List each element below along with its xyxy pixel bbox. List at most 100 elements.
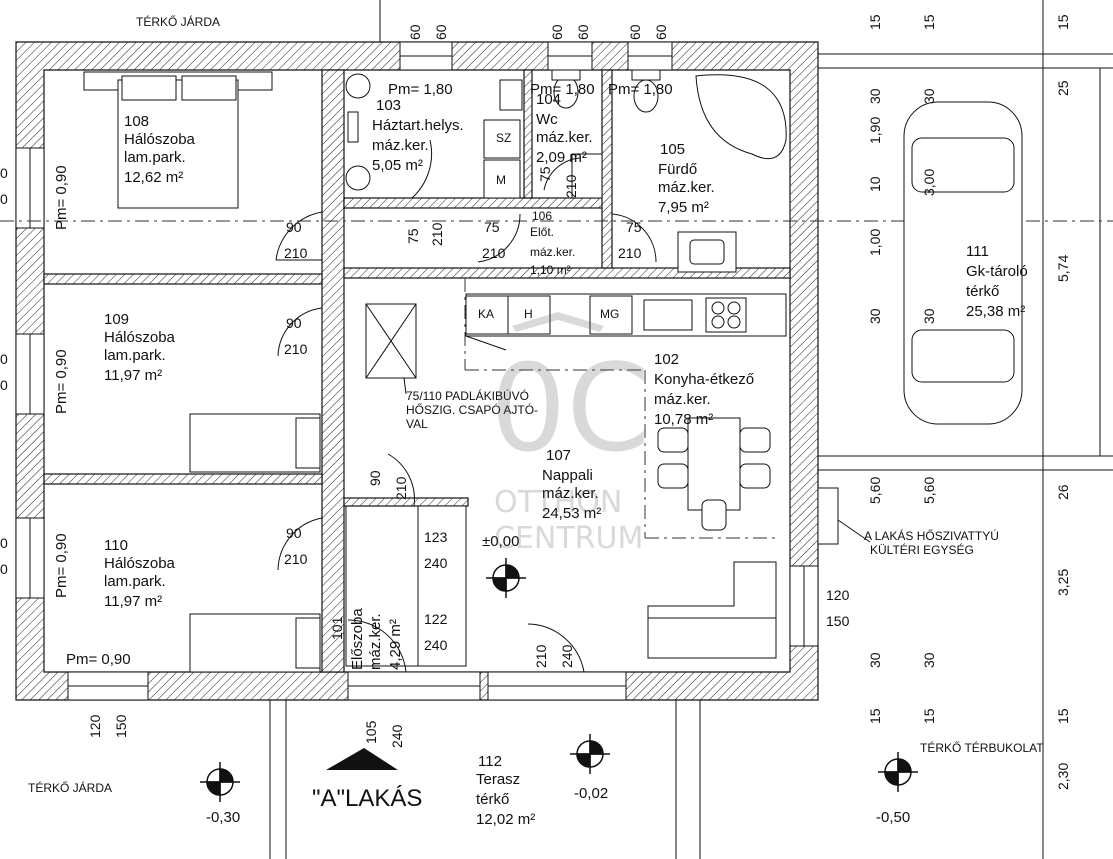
svg-text:60: 60 [549, 24, 565, 40]
room-107: 107 Nappali máz.ker. 24,53 m² [542, 447, 601, 522]
svg-text:30: 30 [921, 308, 937, 324]
level-main: ±0,00 [482, 533, 519, 550]
svg-text:240: 240 [424, 555, 448, 571]
svg-text:0: 0 [0, 561, 8, 577]
svg-text:120: 120 [826, 587, 850, 603]
svg-text:lam.park.: lam.park. [124, 149, 186, 166]
svg-text:12,62 m²: 12,62 m² [124, 169, 183, 186]
svg-text:Terasz: Terasz [476, 771, 520, 788]
svg-text:75: 75 [405, 228, 421, 244]
svg-text:M: M [496, 173, 506, 187]
room-101: Előszoba máz.ker. 4,29 m² [349, 608, 404, 670]
room-103: 103 Háztart.helys. máz.ker. 5,05 m² [372, 97, 464, 174]
svg-text:Előt.: Előt. [530, 225, 554, 239]
svg-text:15: 15 [867, 708, 883, 724]
svg-text:122: 122 [424, 611, 448, 627]
svg-text:Gk-tároló: Gk-tároló [966, 263, 1028, 280]
garage-dimensions-col1: 15 30 1,90 10 1,00 30 5,60 30 15 [867, 14, 883, 724]
svg-text:210: 210 [284, 341, 308, 357]
svg-text:Pm= 0,90: Pm= 0,90 [53, 165, 70, 230]
svg-text:Wc: Wc [536, 111, 558, 128]
room-109: 109 Hálószoba lam.park. 11,97 m² [104, 311, 176, 384]
svg-text:105: 105 [660, 141, 685, 158]
svg-text:60: 60 [433, 24, 449, 40]
level-garage: -0,50 [876, 809, 910, 826]
top-walkway-label: TÉRKŐ JÁRDA [136, 14, 220, 29]
north-arrow [326, 748, 398, 770]
svg-text:25,38 m²: 25,38 m² [966, 303, 1025, 320]
svg-text:103: 103 [376, 97, 401, 114]
svg-text:110: 110 [104, 537, 128, 554]
svg-text:109: 109 [104, 311, 129, 328]
svg-text:lam.park.: lam.park. [104, 347, 166, 364]
svg-text:7,95 m²: 7,95 m² [658, 199, 709, 216]
svg-text:5,60: 5,60 [867, 477, 883, 504]
svg-text:0: 0 [0, 377, 8, 393]
level-terrace: -0,02 [574, 785, 608, 802]
svg-text:26: 26 [1055, 484, 1071, 500]
svg-text:Háztart.helys.: Háztart.helys. [372, 117, 464, 134]
svg-text:30: 30 [921, 652, 937, 668]
svg-text:máz.ker.: máz.ker. [530, 245, 575, 259]
svg-text:máz.ker.: máz.ker. [372, 137, 429, 154]
svg-text:11,97 m²: 11,97 m² [104, 593, 162, 610]
svg-text:15: 15 [921, 14, 937, 30]
hatch-note-line1: 75/110 PADLÁKIBÚVÓ [406, 388, 529, 403]
svg-text:2,09 m²: 2,09 m² [536, 149, 587, 166]
svg-text:1,10 m²: 1,10 m² [530, 263, 571, 277]
room-102: 102 Konyha-étkező máz.ker. 10,78 m² [654, 351, 754, 428]
svg-text:210: 210 [429, 222, 445, 246]
svg-text:90: 90 [367, 470, 383, 486]
svg-text:150: 150 [113, 714, 129, 738]
svg-text:OTTHON: OTTHON [494, 485, 622, 520]
svg-text:123: 123 [424, 529, 448, 545]
svg-text:112: 112 [478, 753, 502, 770]
svg-text:0: 0 [0, 191, 8, 207]
svg-text:máz.ker.: máz.ker. [536, 129, 593, 146]
svg-text:210: 210 [482, 245, 506, 261]
watermark-logo: 0C OTTHON CENTRUM [490, 312, 650, 556]
hatch-note-line3: VAL [406, 417, 428, 431]
svg-text:MG: MG [600, 307, 619, 321]
svg-text:Konyha-étkező: Konyha-étkező [654, 371, 754, 388]
svg-text:240: 240 [389, 724, 405, 748]
svg-text:CENTRUM: CENTRUM [494, 521, 643, 556]
hatch-note-line2: HŐSZIG. CSAPÓ AJTÓ- [406, 402, 538, 417]
svg-text:210: 210 [563, 174, 579, 198]
svg-text:10: 10 [867, 176, 883, 192]
level-labels: ±0,00 -0,02 -0,30 -0,50 [206, 533, 910, 826]
svg-text:máz.ker.: máz.ker. [658, 179, 715, 196]
svg-text:30: 30 [867, 652, 883, 668]
room-105: 105 Fürdő máz.ker. 7,95 m² [658, 141, 715, 216]
heat-pump-line1: A LAKÁS HŐSZIVATTYÚ [864, 528, 999, 543]
level-walkway: -0,30 [206, 809, 240, 826]
svg-text:60: 60 [653, 24, 669, 40]
svg-text:10,78 m²: 10,78 m² [654, 411, 713, 428]
svg-text:Hálószoba: Hálószoba [104, 329, 176, 346]
svg-text:15: 15 [867, 14, 883, 30]
outdoor-outlines [269, 0, 1113, 859]
svg-text:75: 75 [537, 166, 553, 182]
svg-text:75: 75 [626, 219, 642, 235]
svg-text:5,05 m²: 5,05 m² [372, 157, 423, 174]
svg-text:25: 25 [1055, 80, 1071, 96]
svg-text:4,29 m²: 4,29 m² [387, 619, 404, 670]
svg-text:Hálószoba: Hálószoba [124, 131, 196, 148]
svg-text:24,53 m²: 24,53 m² [542, 505, 601, 522]
svg-text:KA: KA [478, 307, 494, 321]
room-labels: 108 Hálószoba lam.park. 12,62 m² 109 Hál… [104, 91, 1028, 828]
appliance-labels: KA H MG SZ M [465, 131, 633, 335]
svg-text:101: 101 [329, 616, 345, 640]
svg-text:30: 30 [867, 88, 883, 104]
room-112: 112 Terasz térkő 12,02 m² [476, 753, 535, 828]
door-swings [275, 139, 657, 673]
svg-text:0C: 0C [490, 340, 650, 479]
svg-text:máz.ker.: máz.ker. [654, 391, 711, 408]
svg-text:1,00: 1,00 [867, 229, 883, 256]
svg-text:máz.ker.: máz.ker. [367, 613, 384, 670]
svg-text:5,60: 5,60 [921, 477, 937, 504]
svg-text:0: 0 [0, 165, 8, 181]
svg-text:108: 108 [124, 113, 149, 130]
svg-text:2,30: 2,30 [1055, 763, 1071, 790]
svg-text:Pm= 1,80: Pm= 1,80 [608, 81, 673, 98]
